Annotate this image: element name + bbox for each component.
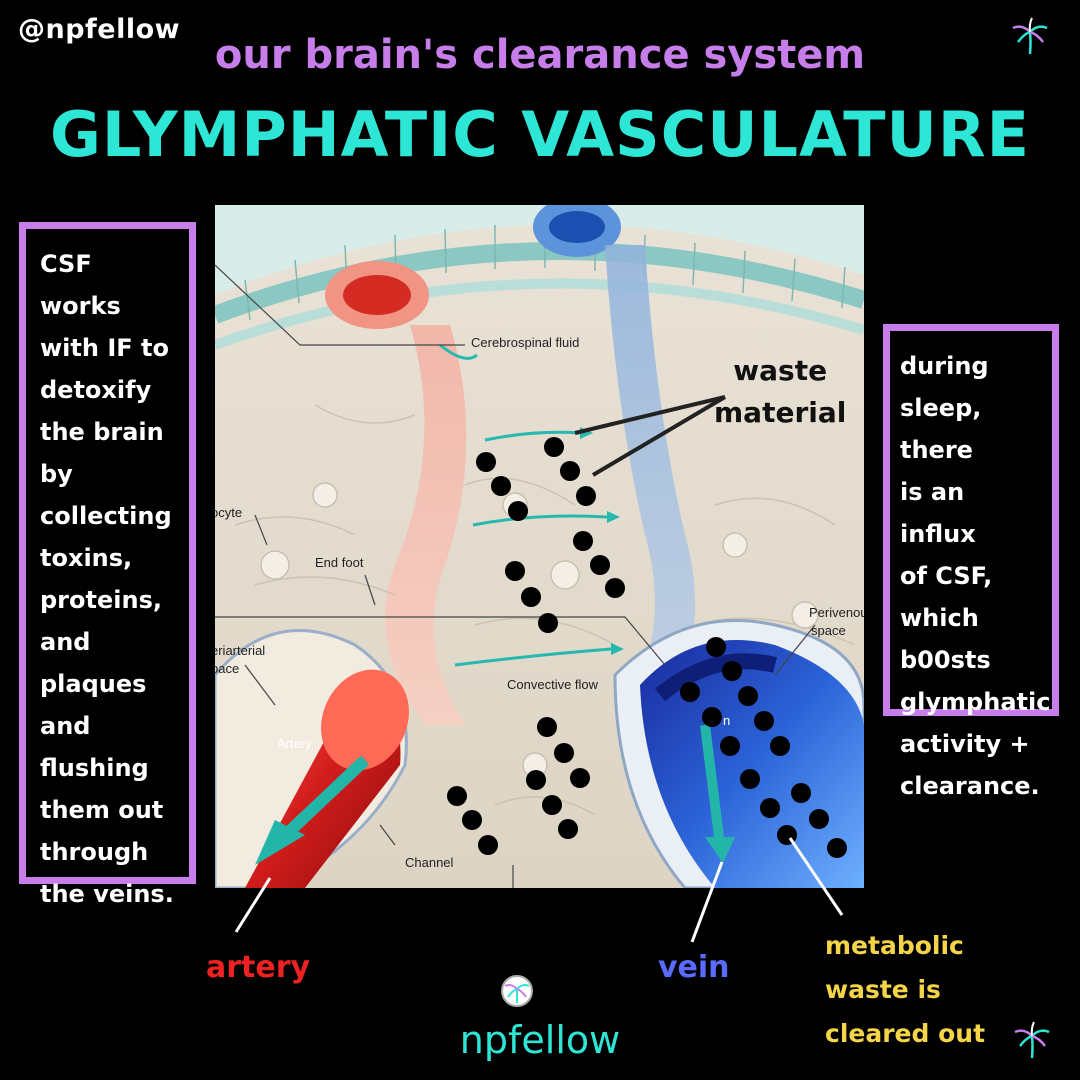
waste-material-label: waste material [714, 350, 846, 434]
right-panel-line: which [900, 604, 979, 632]
right-panel-line: b00sts [900, 646, 991, 674]
left-panel-line: plaques [40, 670, 147, 698]
label-astrocyte: ocyte [215, 505, 242, 520]
label-perivenous-space-2: space [811, 623, 846, 638]
left-panel-line: CSF works [40, 250, 121, 320]
right-panel-line: of CSF, [900, 562, 993, 590]
left-panel-line: detoxify [40, 376, 152, 404]
left-panel-line: proteins, [40, 586, 162, 614]
left-info-panel: CSF works with IF to detoxify the brain … [19, 222, 196, 908]
right-panel-line: during [900, 352, 989, 380]
left-panel-line: by [40, 460, 73, 488]
left-panel-line: and [40, 628, 91, 656]
right-panel-line: glymphatic [900, 688, 1051, 716]
label-channel: Channel [405, 855, 454, 870]
left-panel-line: collecting [40, 502, 172, 530]
label-perivenous-space: Perivenou [809, 605, 864, 620]
palm-tree-icon [1012, 17, 1048, 55]
handle: @npfellow [18, 14, 181, 45]
metabolic-waste-label: metabolic waste is cleared out [825, 924, 985, 1056]
waste-material-line: material [714, 396, 847, 429]
right-panel-line: clearance. [900, 772, 1040, 800]
page-title: GLYMPHATIC VASCULATURE [50, 98, 1030, 171]
left-panel-line: flushing [40, 754, 149, 782]
brand-name: npfellow [459, 1018, 621, 1062]
label-end-foot: End foot [315, 555, 364, 570]
right-panel-line: sleep, there [900, 394, 982, 464]
left-panel-line: through [40, 838, 149, 866]
metabolic-waste-line: cleared out [825, 1019, 986, 1048]
glymphatic-diagram: Cerebrospinal fluid ocyte End foot eriar… [215, 205, 864, 888]
label-convective-flow: Convective flow [507, 677, 599, 692]
left-panel-line: and [40, 712, 91, 740]
left-panel-line: with IF to [40, 334, 169, 362]
subtitle: our brain's clearance system [214, 32, 866, 78]
left-panel-line: them out [40, 796, 164, 824]
artery-label: artery [206, 950, 311, 985]
palm-circle-logo-icon [501, 975, 533, 1007]
waste-material-line: waste [733, 354, 828, 387]
label-vein-inner: n [723, 713, 730, 728]
left-panel-line: the brain [40, 418, 164, 446]
metabolic-waste-line: metabolic [825, 931, 964, 960]
right-info-panel: during sleep, there is an influx of CSF,… [883, 324, 1059, 800]
right-panel-line: activity + [900, 730, 1030, 758]
label-cerebrospinal-fluid: Cerebrospinal fluid [471, 335, 579, 350]
label-artery-inner: Artery [277, 736, 312, 751]
left-panel-line: toxins, [40, 544, 133, 572]
vein-label: vein [658, 950, 730, 985]
diagram-illustration: Cerebrospinal fluid ocyte End foot eriar… [215, 205, 864, 888]
palm-tree-icon [1014, 1021, 1050, 1059]
metabolic-waste-line: waste is [825, 975, 941, 1004]
label-periarterial-space: eriarterial [215, 643, 265, 658]
right-panel-line: is an influx [900, 478, 976, 548]
label-periarterial-space-2: pace [215, 661, 239, 676]
left-panel-line: the veins. [40, 880, 174, 908]
